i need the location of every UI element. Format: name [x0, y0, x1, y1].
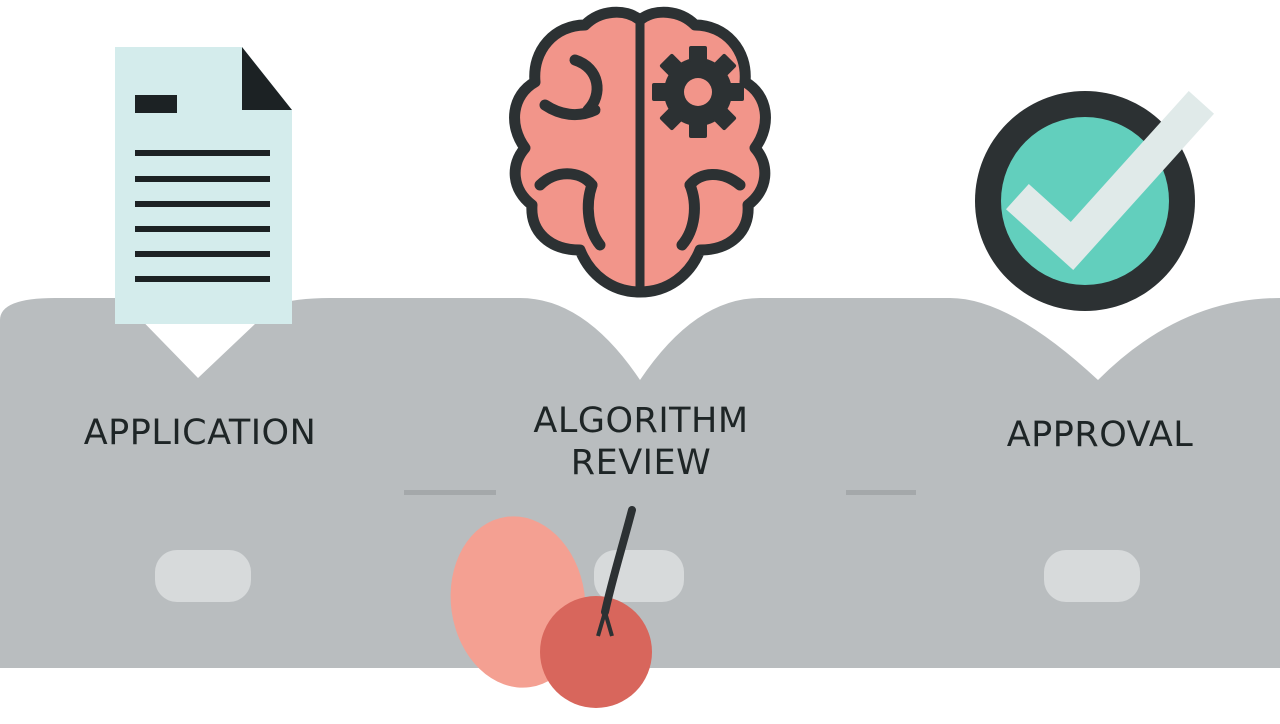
step-label-approval: APPROVAL: [1006, 415, 1194, 455]
step-label-line-2: REVIEW: [570, 443, 712, 483]
pill-step-1: [155, 550, 251, 602]
connector-dash-2: [846, 490, 916, 495]
pill-step-3: [1044, 550, 1140, 602]
cherry-icon: [450, 506, 652, 708]
step-label-algorithm-review: ALGORITHM REVIEW: [500, 400, 782, 484]
connector-dash-1: [404, 490, 496, 495]
gear-icon: [652, 46, 744, 138]
gray-band: [0, 298, 1280, 668]
brain-gear-icon: [509, 6, 771, 298]
document-icon: [115, 47, 292, 324]
checkmark-circle-icon: [975, 90, 1215, 311]
step-label-line-1: ALGORITHM: [533, 401, 749, 441]
step-label-application: APPLICATION: [83, 413, 317, 453]
